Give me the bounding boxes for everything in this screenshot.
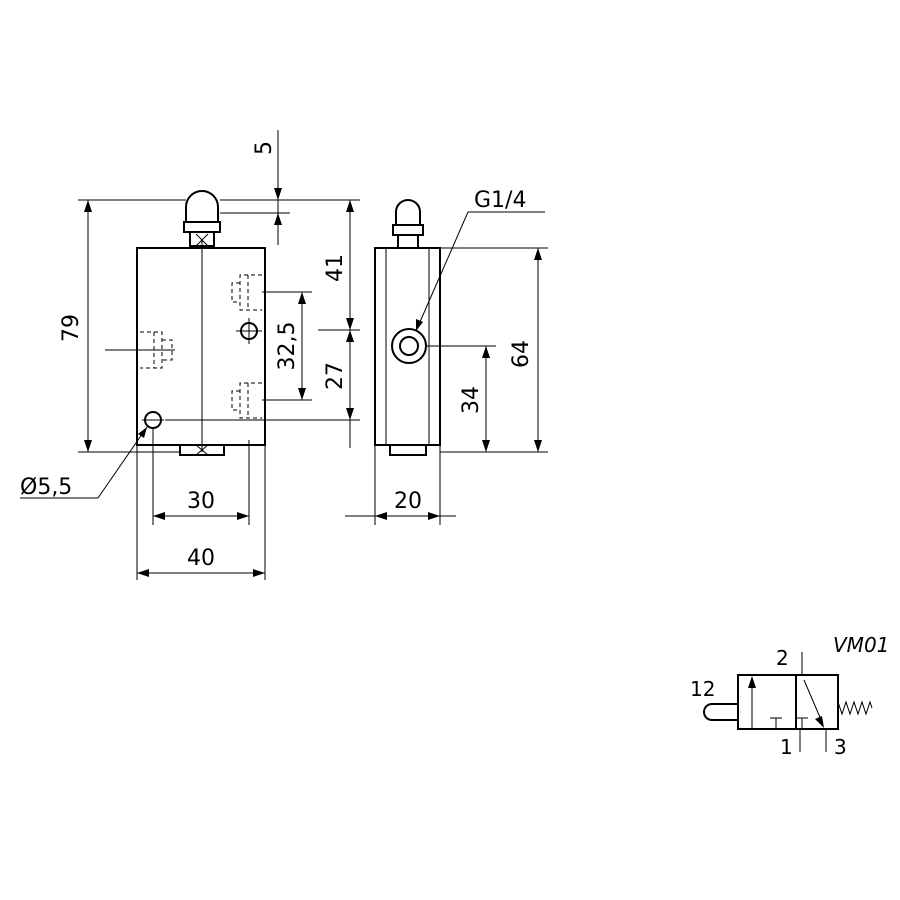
- port-12-label: 12: [690, 677, 715, 701]
- dim-64: 64: [509, 340, 534, 368]
- dim-40: 40: [187, 546, 215, 571]
- front-roller-plunger: [183, 190, 221, 247]
- front-view: [105, 190, 266, 456]
- port-2-label: 2: [776, 646, 789, 670]
- dim-32-5: 32,5: [275, 322, 300, 371]
- dim-41: 41: [323, 254, 348, 282]
- symbol-code: VM01: [833, 633, 889, 657]
- port-3-label: 3: [834, 735, 847, 759]
- hidden-port-lower: [231, 382, 262, 419]
- hidden-port-left: [105, 331, 175, 369]
- side-roller-plunger: [392, 199, 424, 249]
- dim-30: 30: [187, 489, 215, 514]
- side-view: [374, 199, 441, 456]
- dim-20: 20: [394, 489, 422, 514]
- dim-hole-diameter: Ø5,5: [20, 475, 72, 500]
- dim-5: 5: [252, 141, 277, 155]
- side-bottom-stem: [389, 444, 427, 456]
- g14-port: [391, 328, 427, 364]
- valve-symbol: [703, 652, 873, 752]
- dim-27: 27: [323, 362, 348, 390]
- dimension-lines: [20, 130, 548, 580]
- dim-34: 34: [459, 386, 484, 414]
- hidden-port-upper: [231, 274, 262, 311]
- dim-thread: G1/4: [474, 188, 526, 213]
- dim-79: 79: [59, 314, 84, 342]
- front-body: [136, 247, 266, 446]
- port-1-label: 1: [780, 735, 793, 759]
